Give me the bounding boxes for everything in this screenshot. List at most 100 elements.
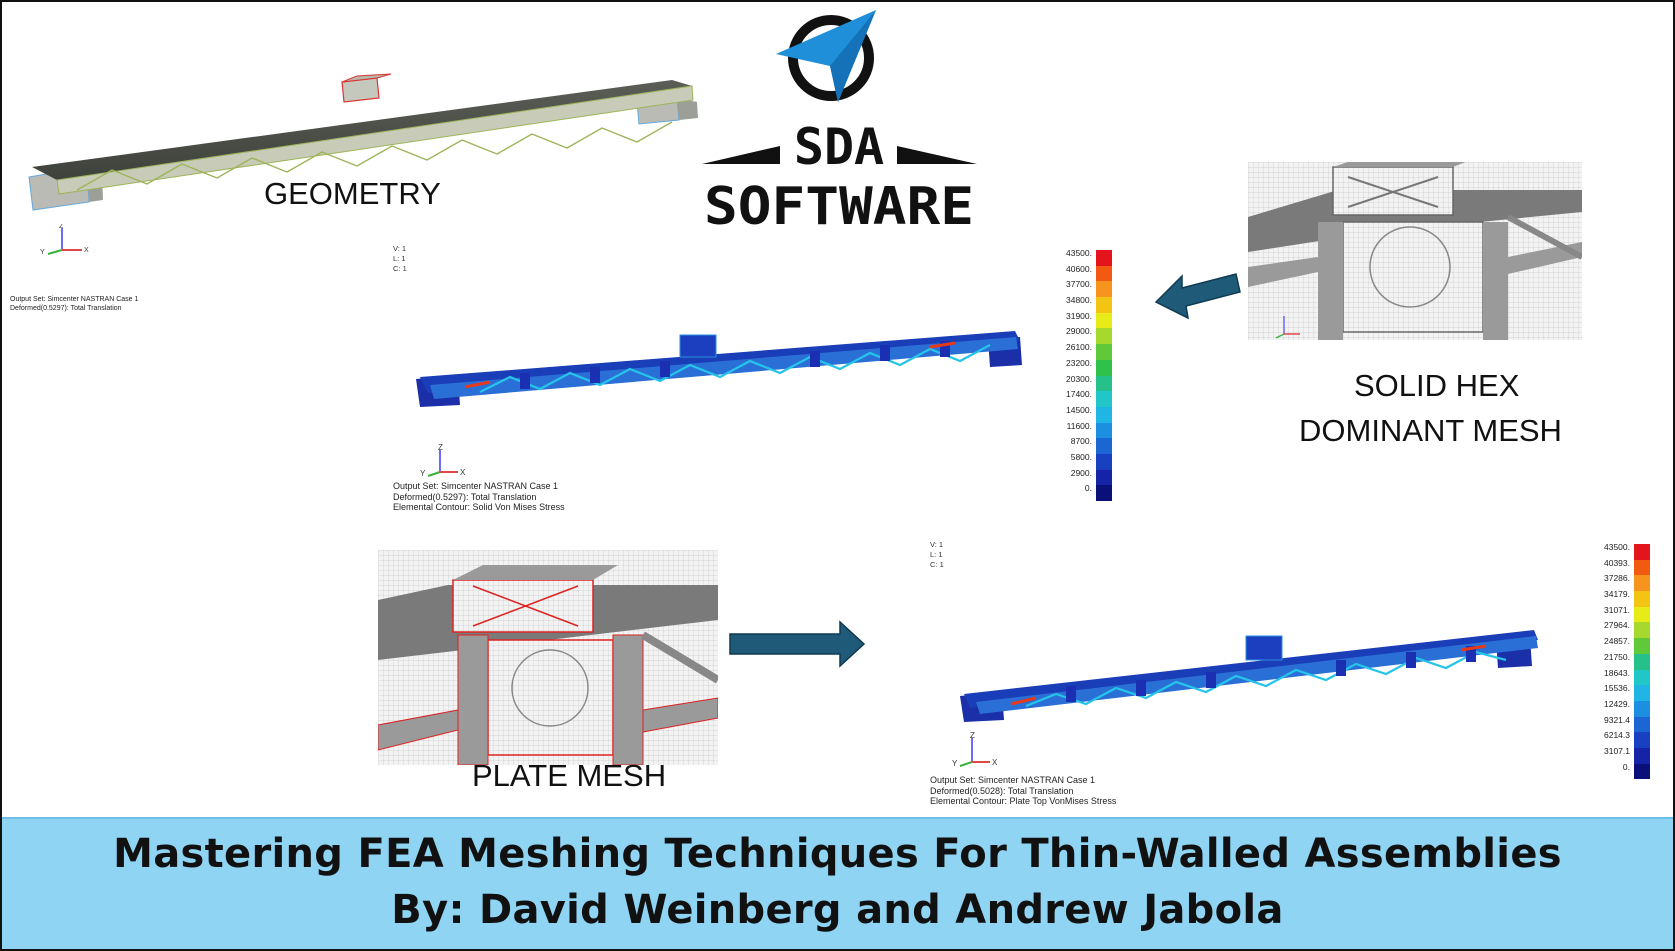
arrow-right-icon bbox=[729, 620, 866, 668]
legend-row: 31900. bbox=[1032, 311, 1112, 329]
legend-swatch bbox=[1096, 265, 1112, 282]
plate-stress-model bbox=[960, 630, 1538, 722]
legend-value: 43500. bbox=[1066, 248, 1092, 258]
plate-output-info: Output Set: Simcenter NASTRAN Case 1 Def… bbox=[930, 775, 1116, 807]
legend-row: 14500. bbox=[1032, 405, 1112, 423]
axis-triad-icon: Z X Y bbox=[420, 443, 466, 478]
legend-value: 0. bbox=[1084, 483, 1092, 494]
legend-swatch bbox=[1634, 669, 1650, 686]
output-line: Output Set: Simcenter NASTRAN Case 1 bbox=[393, 481, 559, 491]
legend-swatch bbox=[1634, 638, 1650, 654]
legend-value: 23200. bbox=[1066, 357, 1092, 368]
axis-triad-icon: Z X Y bbox=[40, 224, 89, 256]
logo-line2: SOFTWARE bbox=[704, 177, 974, 230]
axis-y-label: Y bbox=[420, 469, 426, 478]
legend-value: 12429. bbox=[1604, 698, 1630, 709]
legend-value: 31071. bbox=[1604, 604, 1630, 615]
legend-swatch bbox=[1096, 406, 1112, 423]
legend-value: 20300. bbox=[1066, 373, 1092, 384]
legend-swatch bbox=[1096, 328, 1112, 345]
arrow-left-icon bbox=[1154, 273, 1241, 320]
legend-row: 34800. bbox=[1032, 295, 1112, 313]
legend-row: 5800. bbox=[1032, 452, 1112, 470]
output-line: Deformed(0.5028): Total Translation bbox=[930, 785, 1074, 796]
output-line: Elemental Contour: Plate Top VonMises St… bbox=[930, 796, 1117, 806]
legend-value: 15536. bbox=[1604, 683, 1630, 694]
legend-swatch bbox=[1096, 485, 1112, 501]
output-line: Elemental Contour: Solid Von Mises Stres… bbox=[393, 502, 565, 512]
solid-stress-legend: 43500. 40600.37700. 34800.31900.29000.2610… bbox=[1032, 248, 1112, 501]
solid-mesh-label-line2: DOMINANT MESH bbox=[1299, 413, 1562, 448]
legend-swatch bbox=[1096, 281, 1112, 298]
vlc-line: L: 1 bbox=[393, 254, 406, 263]
legend-value: 37700. bbox=[1066, 279, 1092, 290]
solid-stress-model bbox=[416, 331, 1022, 407]
legend-row: 40600. bbox=[1032, 264, 1112, 282]
legend-swatch bbox=[1634, 747, 1650, 764]
axis-x-label: X bbox=[84, 247, 89, 254]
legend-row: 23200. bbox=[1032, 358, 1112, 376]
legend-value: 0. bbox=[1622, 761, 1630, 772]
legend-row: 11600. bbox=[1032, 421, 1112, 439]
legend-row: 29000. bbox=[1032, 326, 1112, 345]
legend-value: 37286. bbox=[1604, 573, 1630, 584]
output-line: Deformed(0.5297): Total Translation bbox=[393, 491, 537, 502]
legend-row: 37700. bbox=[1032, 279, 1112, 298]
legend-row: 20300. bbox=[1032, 374, 1112, 392]
legend-row: 21750. bbox=[1570, 652, 1650, 670]
solid-mesh-closeup bbox=[1248, 162, 1582, 340]
title-banner: Mastering FEA Meshing Techniques For Thi… bbox=[2, 817, 1673, 949]
legend-swatch bbox=[1096, 297, 1112, 313]
legend-value: 5800. bbox=[1070, 451, 1092, 462]
legend-swatch bbox=[1096, 359, 1112, 376]
legend-swatch bbox=[1634, 575, 1650, 592]
view3-vlc: V: 1 L: 1 C: 1 bbox=[930, 540, 944, 570]
axis-x-label: X bbox=[460, 468, 466, 477]
axis-x-label: X bbox=[992, 758, 998, 767]
vlc-line: V: 1 bbox=[930, 540, 944, 549]
legend-row: 9321.4 bbox=[1570, 715, 1650, 733]
legend-value: 9321.4 bbox=[1604, 714, 1630, 725]
legend-swatch bbox=[1634, 716, 1650, 733]
legend-swatch bbox=[1634, 653, 1650, 670]
legend-swatch bbox=[1096, 469, 1112, 486]
legend-value: 14500. bbox=[1066, 404, 1092, 415]
legend-value: 6214.3 bbox=[1604, 730, 1630, 741]
legend-row: 26100. bbox=[1032, 342, 1112, 360]
legend-swatch bbox=[1096, 375, 1112, 392]
geometry-model bbox=[28, 73, 698, 211]
legend-swatch bbox=[1634, 544, 1650, 560]
legend-swatch bbox=[1634, 763, 1650, 780]
legend-swatch bbox=[1096, 344, 1112, 360]
legend-value: 27964. bbox=[1604, 620, 1630, 631]
plate-mesh-label: PLATE MESH bbox=[472, 758, 667, 793]
legend-value: 34179. bbox=[1604, 589, 1630, 600]
legend-value: 17400. bbox=[1066, 389, 1092, 400]
output-line: Deformed(0.5297): Total Translation bbox=[10, 305, 122, 312]
legend-swatch bbox=[1096, 453, 1112, 470]
legend-value: 3107.1 bbox=[1604, 745, 1630, 756]
legend-swatch bbox=[1096, 250, 1112, 266]
solid-output-info: Output Set: Simcenter NASTRAN Case 1 Def… bbox=[393, 481, 565, 513]
output-line: Output Set: Simcenter NASTRAN Case 1 bbox=[930, 775, 1096, 785]
vlc-line: L: 1 bbox=[930, 550, 943, 559]
legend-value: 40393. bbox=[1604, 557, 1630, 568]
legend-swatch bbox=[1634, 622, 1650, 639]
legend-swatch bbox=[1634, 732, 1650, 748]
legend-value: 8700. bbox=[1070, 436, 1092, 447]
view1-vlc: V: 1 L: 1 C: 1 bbox=[393, 244, 407, 274]
legend-swatch bbox=[1634, 559, 1650, 576]
sda-logo-wordmark: SDA SOFTWARE bbox=[702, 120, 977, 230]
geometry-output-info: Output Set: Simcenter NASTRAN Case 1 Def… bbox=[10, 295, 138, 313]
legend-value: 26100. bbox=[1066, 342, 1092, 353]
axis-y-label: Y bbox=[40, 249, 45, 256]
vlc-line: C: 1 bbox=[930, 560, 944, 569]
axis-z-label: Z bbox=[438, 443, 443, 452]
legend-row: 43500. bbox=[1032, 248, 1112, 266]
legend-row: 34179. bbox=[1570, 589, 1650, 607]
solid-mesh-label-line1: SOLID HEX bbox=[1354, 368, 1520, 403]
legend-row: 0. bbox=[1570, 762, 1650, 780]
legend-value: 43500. bbox=[1604, 542, 1630, 552]
banner-byline: By: David Weinberg and Andrew Jabola bbox=[391, 887, 1284, 933]
legend-value: 11600. bbox=[1066, 420, 1092, 431]
